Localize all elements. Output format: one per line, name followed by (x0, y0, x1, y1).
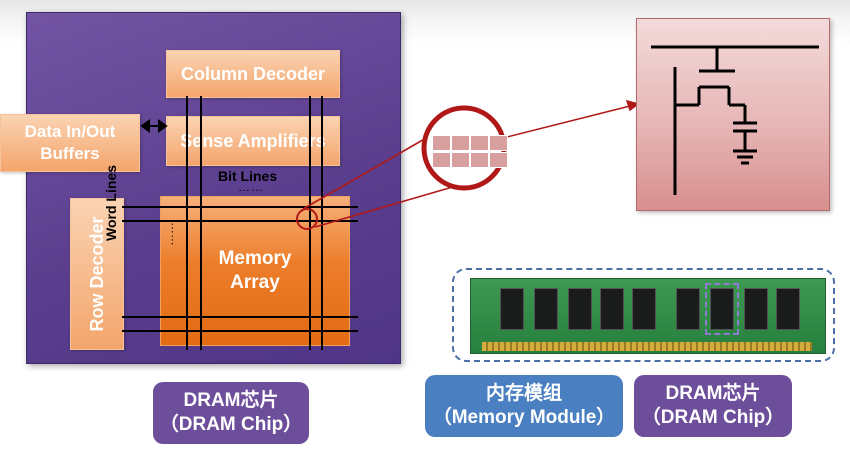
memory-cell (489, 135, 508, 151)
dram-chip-caption-left: DRAM芯片 （DRAM Chip） (153, 382, 309, 444)
dram-chip-on-module (744, 288, 768, 330)
dram-chip-on-module (500, 288, 524, 330)
selected-chip-highlight (705, 283, 739, 335)
column-decoder-block: Column Decoder (166, 50, 340, 98)
data-buffers-label-line1: Data In/Out (24, 122, 116, 141)
memory-cell (432, 135, 451, 151)
memory-array-label-line1: Memory (218, 248, 292, 269)
data-buffers-label-line2: Buffers (40, 144, 100, 163)
dram-chip-caption-right-line1: DRAM芯片 (665, 383, 761, 404)
dram-chip-caption-right: DRAM芯片 （DRAM Chip） (634, 375, 792, 437)
word-lines-label: Word Lines (103, 165, 119, 241)
memory-cell (432, 152, 451, 168)
sense-amplifiers-label: Sense Amplifiers (180, 131, 326, 151)
dram-chip-caption-right-line2: （DRAM Chip） (641, 407, 785, 428)
word-line (122, 316, 358, 318)
word-line (122, 330, 358, 332)
dram-chip-on-module (776, 288, 800, 330)
bit-line (321, 96, 323, 350)
memory-module-caption: 内存模组 （Memory Module） (425, 375, 623, 437)
bit-lines-dots: …… (238, 180, 264, 194)
dram-chip-caption-left-line2: （DRAM Chip） (159, 414, 303, 435)
memory-module-caption-line2: （Memory Module） (432, 407, 616, 428)
word-line (122, 220, 358, 222)
row-decoder-block: Row Decoder (70, 198, 124, 350)
bit-line (309, 96, 311, 350)
dram-chip-on-module (676, 288, 700, 330)
word-lines-dots: …… (162, 222, 176, 246)
dram-cell-schematic (636, 18, 830, 211)
memory-cell (470, 135, 489, 151)
dram-chip-on-module (534, 288, 558, 330)
dram-chip-on-module (600, 288, 624, 330)
memory-cell (470, 152, 489, 168)
dram-chip-on-module (632, 288, 656, 330)
bit-line (200, 96, 202, 350)
memory-module-caption-line1: 内存模组 (485, 383, 562, 404)
sense-amplifiers-block: Sense Amplifiers (166, 116, 340, 166)
memory-array-label-line2: Array (230, 272, 280, 293)
dram-chip-on-module (710, 288, 734, 330)
dram-chip-on-module (568, 288, 592, 330)
memory-module-frame (452, 268, 835, 362)
data-buffers-block: Data In/Out Buffers (0, 114, 140, 172)
memory-cell (489, 152, 508, 168)
word-line (122, 206, 358, 208)
memory-cell (451, 135, 470, 151)
bit-lines-label: Bit Lines (218, 168, 278, 184)
bit-line (186, 96, 188, 350)
memory-cell (451, 152, 470, 168)
column-decoder-label: Column Decoder (180, 64, 326, 84)
dram-chip-caption-left-line1: DRAM芯片 (183, 390, 279, 411)
transistor-capacitor-icon (651, 45, 819, 195)
gold-contacts (482, 342, 812, 351)
